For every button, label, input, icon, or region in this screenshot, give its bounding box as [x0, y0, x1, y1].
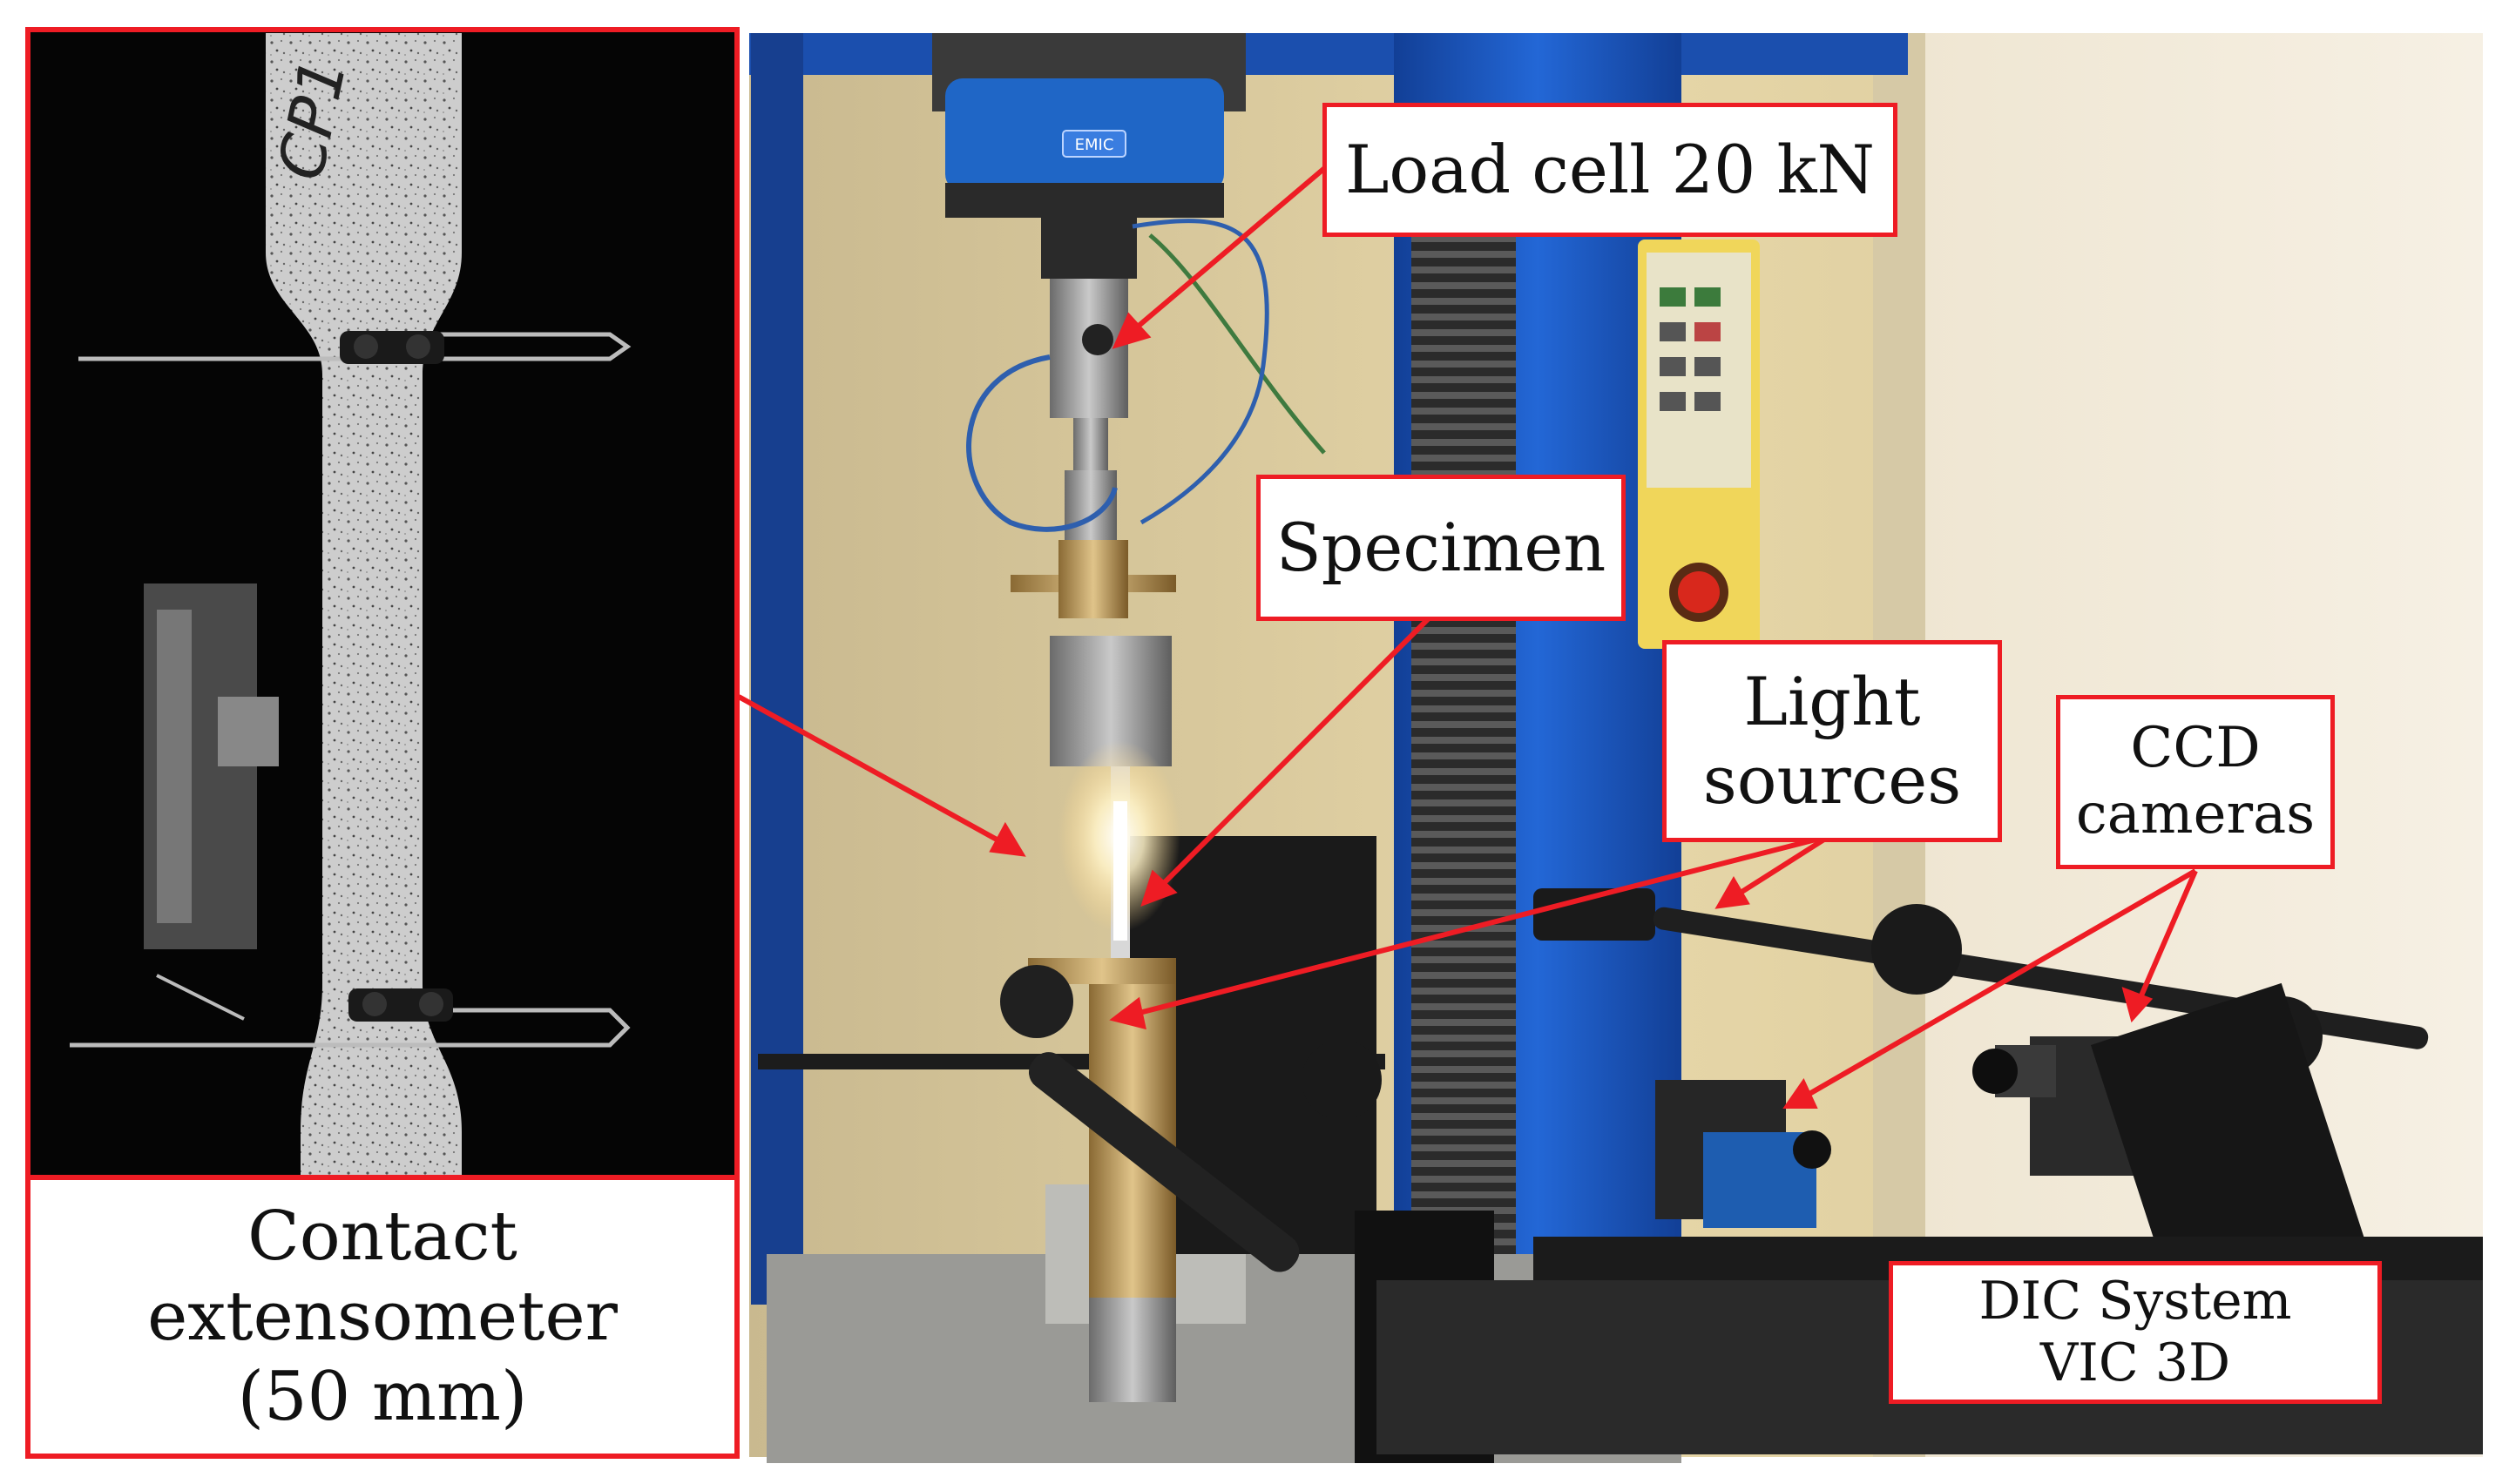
- dic-system-label-line-2: VIC 3D: [2039, 1332, 2231, 1393]
- contact-extensometer-label: Contact extensometer (50 mm): [33, 1183, 732, 1451]
- light-sources-label: Light sources: [1662, 640, 2002, 842]
- dic-system-label: DIC System VIC 3D: [1889, 1261, 2382, 1404]
- light-sources-label-line-1: Light: [1743, 663, 1921, 741]
- machine-brand: EMIC: [1075, 136, 1114, 154]
- specimen-label: Specimen: [1256, 475, 1626, 621]
- contact-extensometer-label-line-1: Contact: [247, 1197, 517, 1276]
- load-cell-label: Load cell 20 kN: [1322, 103, 1897, 237]
- ccd-cameras-label: CCD cameras: [2056, 695, 2335, 869]
- specimen-dogbone: [266, 33, 462, 1176]
- light-sources-label-line-2: sources: [1702, 741, 1962, 819]
- extensometer-inset: CP1: [28, 30, 737, 1177]
- contact-extensometer-label-line-3: (50 mm): [237, 1358, 528, 1437]
- load-cell-label-text: Load cell 20 kN: [1344, 131, 1876, 209]
- specimen-label-text: Specimen: [1275, 509, 1606, 587]
- annotation-arrows: [737, 159, 2198, 1109]
- control-panel: [1638, 239, 1760, 649]
- extensometer-clip-bottom: [70, 974, 631, 1048]
- ccd-cameras-label-line-1: CCD: [2130, 716, 2261, 781]
- load-cell: EMIC: [932, 33, 1246, 766]
- dic-system-label-line-1: DIC System: [1978, 1271, 2292, 1332]
- extensometer-clip-top: [78, 331, 632, 364]
- ccd-cameras-label-line-2: cameras: [2075, 782, 2316, 847]
- contact-extensometer-label-line-2: extensometer: [147, 1277, 618, 1356]
